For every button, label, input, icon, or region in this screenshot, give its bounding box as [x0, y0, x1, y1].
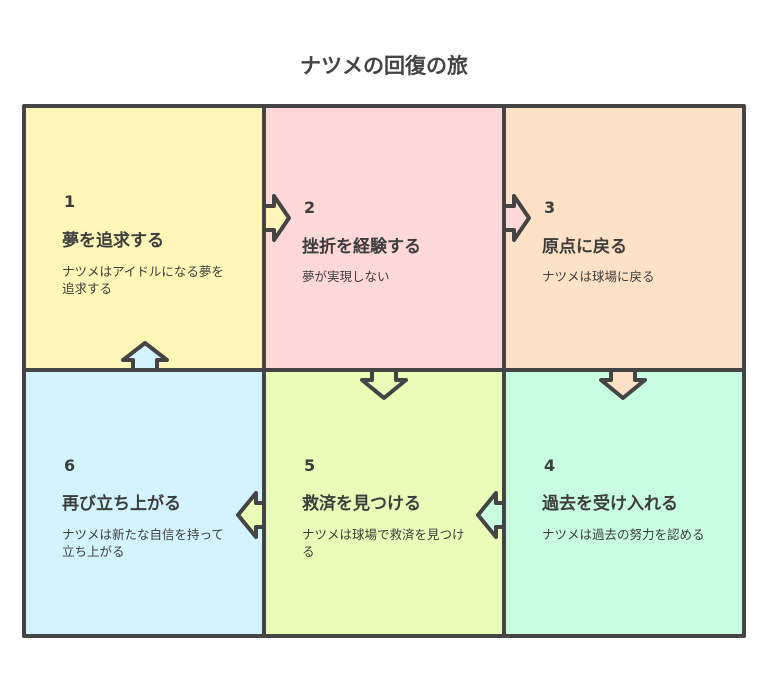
step-number: 5	[304, 456, 316, 475]
step-description: 夢が実現しない	[302, 269, 390, 284]
arrow-right-icon	[502, 194, 531, 242]
step-description: ナツメは球場で救済を見つける	[302, 527, 465, 559]
arrow-left-icon	[476, 491, 506, 539]
step-description: ナツメはアイドルになる夢を追求する	[62, 264, 224, 296]
step-2: 2 挫折を経験する 夢が実現しない	[264, 106, 504, 370]
step-title: 夢を追求する	[62, 231, 164, 251]
arrow-up-icon	[121, 341, 169, 372]
step-description: ナツメは新たな自信を持って立ち上がる	[62, 527, 224, 559]
step-number: 1	[64, 192, 76, 211]
step-description: ナツメは過去の努力を認める	[542, 527, 705, 542]
step-title: 挫折を経験する	[302, 237, 421, 257]
step-description: ナツメは球場に戻る	[542, 269, 655, 284]
step-6: 6 再び立ち上がる ナツメは新たな自信を持って立ち上がる	[24, 370, 264, 634]
step-number: 3	[544, 198, 556, 217]
arrow-down-icon	[599, 368, 647, 400]
step-title: 再び立ち上がる	[62, 494, 181, 514]
step-5: 5 救済を見つける ナツメは球場で救済を見つける	[264, 370, 504, 634]
arrow-left-icon	[236, 491, 266, 539]
diagram-title: ナツメの回復の旅	[300, 54, 468, 78]
arrow-down-icon	[360, 368, 408, 400]
step-3: 3 原点に戻る ナツメは球場に戻る	[504, 106, 744, 370]
arrow-right-icon	[262, 194, 291, 242]
step-number: 6	[64, 456, 76, 475]
step-number: 2	[304, 198, 316, 217]
step-number: 4	[544, 456, 556, 475]
step-title: 救済を見つける	[302, 494, 421, 514]
step-1: 1 夢を追求する ナツメはアイドルになる夢を追求する	[24, 106, 264, 370]
step-title: 原点に戻る	[542, 237, 627, 257]
step-4: 4 過去を受け入れる ナツメは過去の努力を認める	[504, 370, 744, 634]
step-title: 過去を受け入れる	[542, 494, 678, 514]
